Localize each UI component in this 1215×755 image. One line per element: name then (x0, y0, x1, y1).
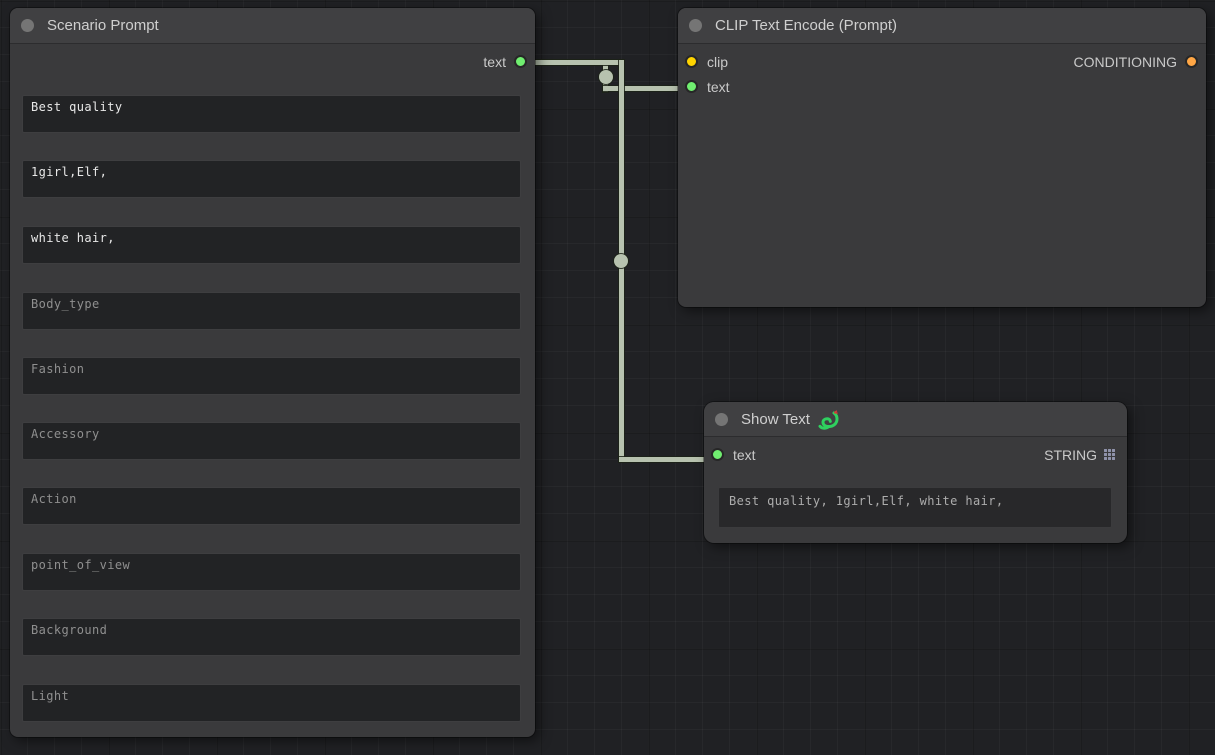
scenario-prompt-header[interactable]: Scenario Prompt (10, 8, 535, 44)
text-output-port[interactable] (514, 55, 527, 68)
clip-text-encode-header[interactable]: CLIP Text Encode (Prompt) (678, 8, 1206, 44)
text-input-port[interactable] (685, 80, 698, 93)
output-slot-label: STRING (1044, 446, 1097, 463)
output-slot-label: CONDITIONING (1073, 53, 1177, 70)
node-scenario-prompt[interactable]: Scenario Prompt text Best quality 1girl,… (10, 8, 535, 737)
prompt-field-fashion[interactable]: Fashion (22, 357, 521, 395)
scenario-text-output-slot[interactable]: text (10, 44, 535, 70)
string-output-slot[interactable]: STRING (1044, 447, 1115, 463)
output-slot-label: text (483, 53, 506, 70)
text-input-port[interactable] (711, 448, 724, 461)
prompt-field-point-of-view[interactable]: point_of_view (22, 553, 521, 591)
wire-scenario-to-showtext-h2 (619, 457, 717, 462)
node-clip-text-encode[interactable]: CLIP Text Encode (Prompt) clip CONDITION… (678, 8, 1206, 307)
prompt-field-background[interactable]: Background (22, 618, 521, 656)
show-text-value-widget[interactable]: Best quality, 1girl,Elf, white hair, (718, 487, 1112, 528)
clip-input-port[interactable] (685, 55, 698, 68)
wire-midpoint-dot-clip[interactable] (599, 70, 613, 84)
conditioning-output-slot[interactable]: CONDITIONING (1074, 54, 1198, 70)
snake-icon (818, 410, 839, 430)
collapse-dot[interactable] (21, 19, 34, 32)
prompt-field-accessory[interactable]: Accessory (22, 422, 521, 460)
collapse-dot[interactable] (715, 412, 728, 426)
input-slot-label: text (707, 78, 730, 95)
prompt-field-character[interactable]: 1girl,Elf, (22, 160, 521, 198)
conditioning-output-port[interactable] (1185, 55, 1198, 68)
node-show-text[interactable]: Show Text text STRING Best quality, 1gir… (704, 402, 1127, 543)
collapse-dot[interactable] (689, 19, 702, 32)
clip-input-slot[interactable]: clip (685, 54, 728, 70)
input-slot-label: clip (707, 53, 729, 70)
prompt-field-quality[interactable]: Best quality (22, 95, 521, 133)
text-input-slot[interactable]: text (678, 70, 1206, 96)
input-slot-label: text (733, 446, 756, 463)
wire-scenario-to-showtext-h1 (521, 60, 624, 65)
wire-midpoint-dot-showtext[interactable] (614, 254, 628, 268)
text-input-slot[interactable]: text (711, 447, 756, 463)
node-title: CLIP Text Encode (Prompt) (715, 17, 898, 34)
grid-output-icon[interactable] (1104, 449, 1115, 460)
prompt-field-light[interactable]: Light (22, 684, 521, 722)
node-title: Scenario Prompt (47, 17, 159, 34)
node-title: Show Text (741, 410, 810, 428)
prompt-field-body-type[interactable]: Body_type (22, 292, 521, 330)
prompt-field-action[interactable]: Action (22, 487, 521, 525)
wire-scenario-to-clip-h2 (603, 86, 691, 91)
show-text-header[interactable]: Show Text (704, 402, 1127, 437)
prompt-field-hair[interactable]: white hair, (22, 226, 521, 264)
